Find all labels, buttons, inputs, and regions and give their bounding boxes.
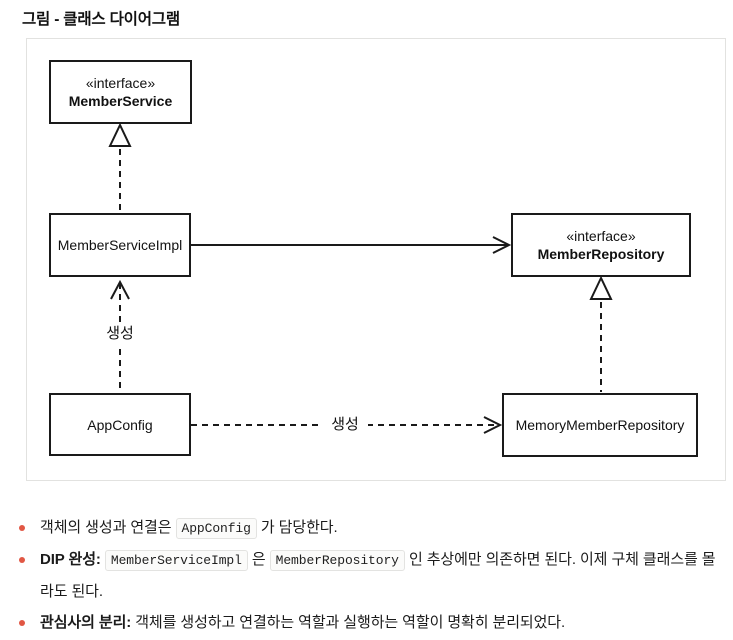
uml-node-member-service-impl: MemberServiceImpl — [49, 213, 191, 277]
note-text: 은 — [247, 551, 270, 568]
note-text: 객체의 생성과 연결은 — [40, 519, 176, 536]
uml-node-app-config: AppConfig — [49, 393, 191, 456]
list-item: 관심사의 분리: 객체를 생성하고 연결하는 역할과 실행하는 역할이 명확히 … — [14, 607, 720, 638]
note-text: 객체를 생성하고 연결하는 역할과 실행하는 역할이 명확히 분리되었다. — [135, 614, 566, 631]
uml-node-member-repository: «interface» MemberRepository — [511, 213, 691, 277]
node-name: MemberRepository — [537, 246, 665, 262]
note-text-bold: DIP 완성: — [40, 551, 105, 568]
create-arrow-appconfig-to-impl — [110, 279, 130, 392]
uml-node-member-service: «interface» MemberService — [49, 60, 192, 124]
stereotype-label: «interface» — [85, 75, 156, 91]
notes-list: 객체의 생성과 연결은 AppConfig 가 담당한다. DIP 완성: Me… — [14, 512, 720, 638]
note-text: 인 추상에만 의존하면 된다. 이제 구체 클래스를 몰라도 된다. — [40, 551, 716, 600]
realization-arrow-memory-to-repository — [589, 275, 613, 392]
node-name: MemberService — [68, 93, 173, 109]
node-name: AppConfig — [87, 416, 153, 433]
node-name: MemoryMemberRepository — [515, 417, 685, 433]
list-item: DIP 완성: MemberServiceImpl 은 MemberReposi… — [14, 544, 720, 607]
class-diagram-figure: «interface» MemberService MemberServiceI… — [26, 38, 726, 481]
inline-code: MemberServiceImpl — [104, 550, 248, 571]
note-text-bold: 관심사의 분리: — [40, 614, 136, 631]
node-name: MemberServiceImpl — [57, 237, 183, 253]
edge-label-create-service: 생성 — [98, 323, 142, 345]
note-text: 가 담당한다. — [256, 519, 338, 536]
inline-code: AppConfig — [175, 518, 257, 539]
dependency-arrow-impl-to-repository — [191, 236, 512, 254]
stereotype-label: «interface» — [566, 228, 636, 244]
figure-title: 그림 - 클래스 다이어그램 — [22, 11, 180, 28]
edge-label-create-repository: 생성 — [322, 414, 368, 436]
realization-arrow-impl-to-service — [108, 122, 132, 212]
inline-code: MemberRepository — [269, 550, 405, 571]
uml-node-memory-member-repository: MemoryMemberRepository — [502, 393, 698, 457]
list-item: 객체의 생성과 연결은 AppConfig 가 담당한다. — [14, 512, 720, 544]
